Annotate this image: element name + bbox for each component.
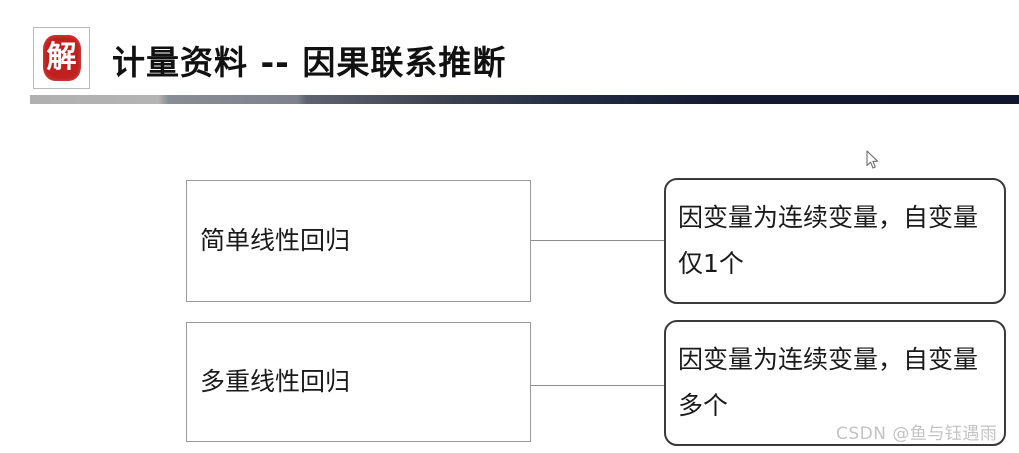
connector-line-simple — [531, 240, 664, 241]
flow-box-label: 多重线性回归 — [200, 367, 351, 396]
flow-box-multiple-description: 因变量为连续变量，自变量多个 — [664, 320, 1006, 446]
seal-logo-icon: 解 — [33, 27, 90, 89]
flow-box-label: 因变量为连续变量，自变量仅1个 — [678, 203, 979, 278]
flow-box-simple-regression: 简单线性回归 — [186, 180, 531, 302]
mouse-cursor-icon — [866, 150, 880, 170]
csdn-watermark: CSDN @鱼与钰遇雨 — [836, 424, 998, 444]
flow-box-label: 因变量为连续变量，自变量多个 — [678, 345, 979, 420]
seal-character: 解 — [42, 35, 81, 81]
flow-box-multiple-regression: 多重线性回归 — [186, 322, 531, 442]
header-divider — [30, 95, 1019, 104]
flow-box-simple-description: 因变量为连续变量，自变量仅1个 — [664, 178, 1006, 304]
flow-box-label: 简单线性回归 — [200, 226, 351, 255]
slide-header: 解 计量资料 -- 因果联系推断 — [0, 0, 1019, 104]
page-title: 计量资料 -- 因果联系推断 — [112, 43, 507, 82]
connector-line-multiple — [531, 385, 664, 386]
